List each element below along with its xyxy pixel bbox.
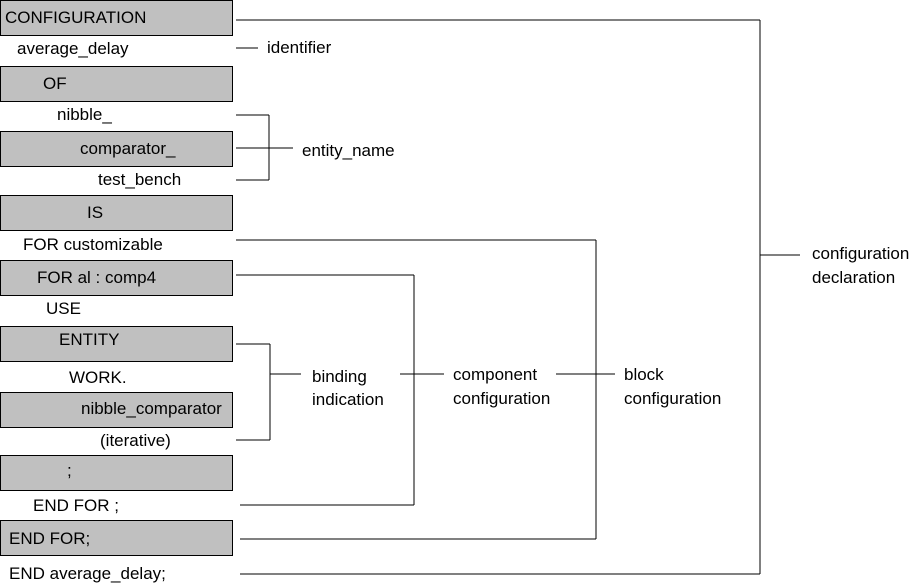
- is-keyword-box: IS: [0, 195, 233, 231]
- work-library: WORK.: [69, 368, 127, 387]
- nibble-comparator-box: nibble_comparator: [0, 392, 233, 428]
- is-keyword: IS: [87, 203, 104, 222]
- binding-label-line2: indication: [312, 390, 384, 409]
- config-decl-label-line2: declaration: [812, 268, 896, 287]
- entity-name-part2-box: comparator_: [0, 131, 233, 167]
- entity-keyword-box: ENTITY: [0, 326, 233, 362]
- component-label-line2: configuration: [453, 389, 551, 408]
- end-for-box: END FOR;: [0, 520, 233, 556]
- for-all-box: FOR al : comp4: [0, 260, 233, 296]
- block-label-line2: configuration: [624, 389, 722, 408]
- binding-label-line1: binding: [312, 367, 367, 386]
- config-decl-label-line1: configuration: [812, 244, 910, 263]
- component-label-line1: component: [453, 365, 538, 384]
- for-customizable: FOR customizable: [23, 235, 163, 254]
- entity-name-part3: test_bench: [98, 170, 182, 189]
- nibble-comparator: nibble_comparator: [81, 399, 222, 418]
- of-keyword-box: OF: [0, 66, 233, 102]
- configuration-keyword: CONFIGURATION: [5, 8, 147, 27]
- for-all-keyword: FOR al : comp4: [37, 268, 157, 287]
- semicolon: ;: [67, 461, 72, 480]
- entity-keyword: ENTITY: [59, 330, 120, 349]
- use-keyword: USE: [46, 299, 81, 318]
- end-for-inner: END FOR ;: [33, 496, 119, 515]
- identifier-label: identifier: [267, 38, 332, 57]
- entity-name-label: entity_name: [302, 141, 395, 160]
- end-for-keyword: END FOR;: [9, 529, 91, 548]
- iterative-architecture: (iterative): [100, 431, 171, 450]
- block-label-line1: block: [624, 365, 664, 384]
- entity-name-part1: nibble_: [57, 105, 112, 124]
- identifier-value: average_delay: [17, 39, 129, 58]
- of-keyword: OF: [43, 74, 67, 93]
- configuration-keyword-box: CONFIGURATION: [0, 0, 233, 36]
- semicolon-box: ;: [0, 455, 233, 491]
- end-average-delay: END average_delay;: [9, 564, 166, 583]
- entity-name-part2: comparator_: [80, 139, 176, 158]
